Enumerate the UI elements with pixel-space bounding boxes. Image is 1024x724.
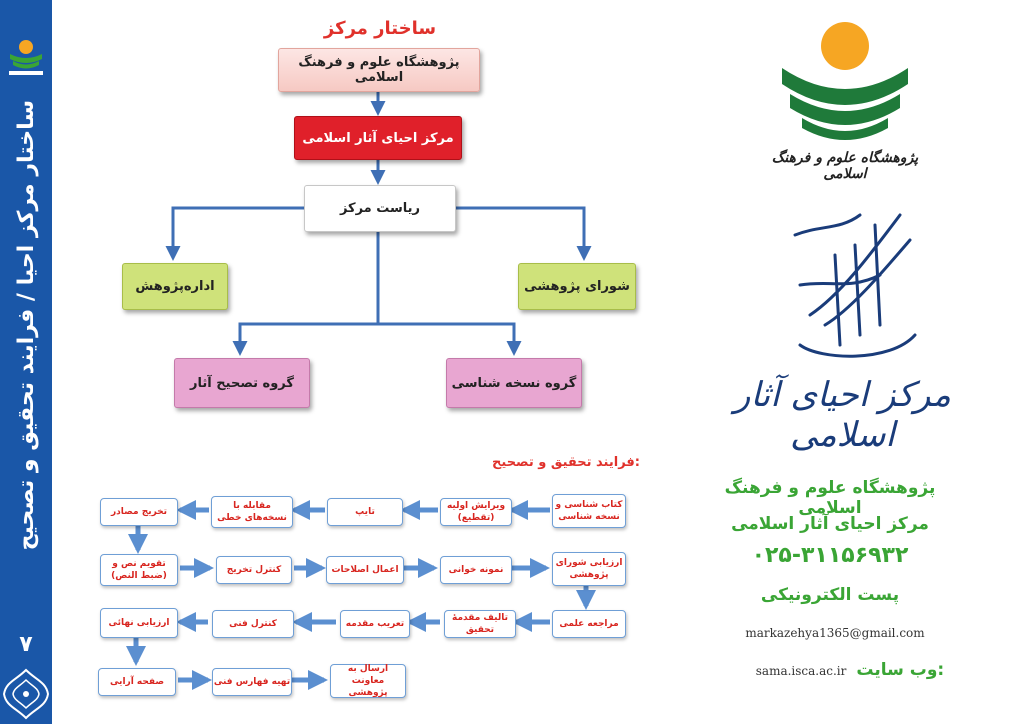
contact-email-label: پست الکترونیکی bbox=[760, 585, 900, 605]
org-chart-title: ساختار مرکز bbox=[323, 18, 437, 39]
process-step: تهیه فهارس فنی bbox=[212, 668, 292, 696]
side-strip bbox=[0, 0, 52, 724]
node-codicology-group: گروه نسخه شناسی bbox=[446, 358, 582, 408]
node-institute: پژوهشگاه علوم و فرهنگ اسلامی bbox=[278, 48, 480, 92]
node-presidency: ریاست مرکز bbox=[304, 185, 456, 232]
calligraphy-basmala-icon bbox=[793, 213, 917, 358]
node-research-council: شورای پژوهشی bbox=[518, 263, 636, 310]
ornament-icon bbox=[2, 668, 50, 720]
institute-logo bbox=[782, 22, 908, 140]
process-step: ارزیابی نهائی bbox=[100, 608, 178, 638]
contact-email[interactable]: markazehya1365@gmail.com bbox=[745, 626, 925, 640]
process-step: نمونه خوانی bbox=[440, 556, 512, 584]
process-step: کنترل فنی bbox=[212, 610, 294, 638]
process-step: مراجعه علمی bbox=[552, 610, 626, 638]
process-step: تقویم نص و (ضبط النص) bbox=[100, 554, 178, 586]
process-step: ویرایش اولیه (تقطیع) bbox=[440, 498, 512, 526]
process-step: ارزیابی شورای پژوهشی bbox=[552, 552, 626, 586]
page-number: ۷ bbox=[19, 632, 33, 657]
institute-logo-caption: پژوهشگاه علوم و فرهنگ اسلامی bbox=[771, 150, 919, 182]
process-step: صفحه آرایی bbox=[98, 668, 176, 696]
process-step: کنترل تخریج bbox=[216, 556, 292, 584]
process-step: تالیف مقدمهٔ تحقیق bbox=[444, 610, 516, 638]
process-step: کتاب شناسی و نسخه شناسی bbox=[552, 494, 626, 528]
contact-phone: ۰۲۵-۳۱۱۵۶۹۳۲ bbox=[751, 543, 909, 568]
contact-org-name: پژوهشگاه علوم و فرهنگ اسلامی bbox=[724, 478, 936, 518]
node-center: مرکز احیای آثار اسلامی bbox=[294, 116, 462, 160]
node-correction-group: گروه تصحیح آثار bbox=[174, 358, 310, 408]
process-step: اعمال اصلاحات bbox=[326, 556, 404, 584]
contact-website-row: sama.isca.ac.ir وب سایت: bbox=[740, 660, 960, 680]
contact-website-label: وب سایت: bbox=[856, 660, 945, 680]
node-research-admin: اداره‌پژوهش bbox=[122, 263, 228, 310]
process-step: تایپ bbox=[327, 498, 403, 526]
contact-center-name: مرکز احیای آثار اسلامی bbox=[731, 514, 929, 534]
process-step: تخریج مصادر bbox=[100, 498, 178, 526]
center-brand-text: مرکز احیای آثار اسلامی bbox=[734, 375, 951, 455]
institute-logo-small bbox=[9, 40, 43, 75]
process-step: مقابله با نسخه‌های خطی bbox=[211, 496, 293, 528]
process-title: فرایند تحقیق و تصحیح: bbox=[492, 455, 640, 470]
process-step: تعریب مقدمه bbox=[340, 610, 410, 638]
process-step: ارسال به معاونت پژوهشی bbox=[330, 664, 406, 698]
contact-website-url[interactable]: sama.isca.ac.ir bbox=[755, 664, 847, 678]
